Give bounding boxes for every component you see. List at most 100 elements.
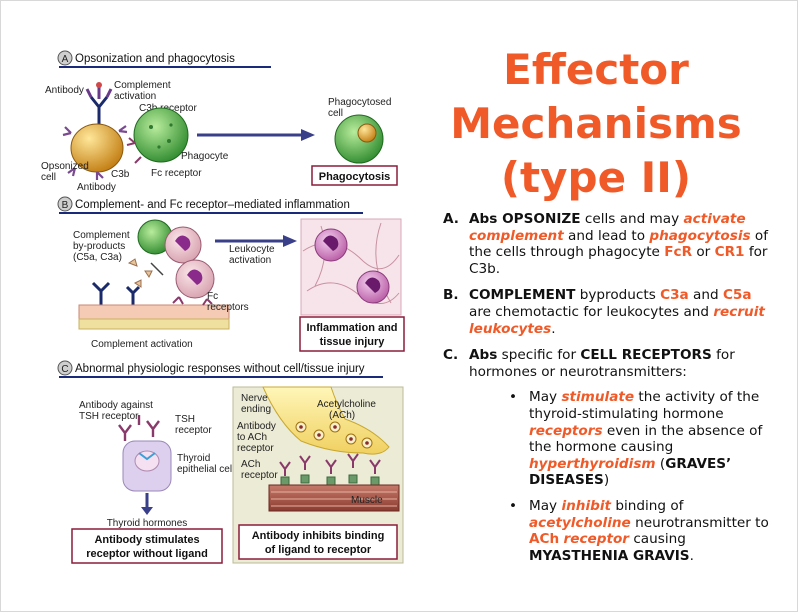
- antibody-complexes-b: [91, 281, 141, 305]
- heading-c: Abnormal physiologic responses without c…: [75, 363, 365, 375]
- label-byproducts-3: (C5a, C3a): [73, 252, 122, 263]
- slide-title: Effector Mechanisms (type II): [431, 43, 761, 205]
- bullet-b-marker: B.: [443, 287, 459, 304]
- infiltrate-nucleus-2: [365, 277, 381, 293]
- heading-b: Complement- and Fc receptor–mediated inf…: [75, 199, 350, 211]
- box-phagocytosis-text: Phagocytosis: [319, 171, 391, 183]
- text: or: [692, 244, 715, 261]
- text: byproducts: [575, 287, 661, 304]
- letter-badge-c: [57, 360, 73, 376]
- box-inhibits: [238, 524, 398, 560]
- title-line-1: Effector: [503, 45, 689, 94]
- text: neurotransmitter to: [630, 514, 769, 531]
- arrow-b-head: [283, 235, 297, 247]
- label-phagocytosed-cell: cell: [328, 108, 343, 119]
- letter-c: C: [61, 364, 68, 375]
- highlight: acetylcholine: [529, 514, 631, 531]
- label-complement-activation: Complement activation: [91, 339, 193, 350]
- label-activation: activation: [114, 91, 156, 102]
- box-inflammation-line1: Inflammation and: [306, 322, 397, 334]
- text: are chemotactic for leukocytes and: [469, 303, 714, 320]
- arrow-hormones-head: [141, 507, 153, 515]
- text: even in the absence of the hormone causi…: [529, 422, 763, 456]
- highlight: phagocytosis: [649, 227, 751, 244]
- label-thyroid: Thyroid: [177, 453, 210, 464]
- text: .: [689, 547, 694, 564]
- bullet-list: A.Abs OPSONIZE cells and may activate co…: [439, 211, 769, 574]
- immunology-figure: A Opsonization and phagocytosis Antibody…: [41, 50, 405, 564]
- tsh-antibodies: [118, 415, 160, 441]
- complement-byproducts: [127, 258, 153, 288]
- muscle-striations: [271, 491, 397, 507]
- text: and lead to: [563, 227, 650, 244]
- neutrophil-nucleus-2: [187, 269, 203, 285]
- letter-badge-a: [57, 50, 73, 66]
- highlight: receptors: [529, 422, 603, 439]
- bullet-c: C.Abs specific for CELL RECEPTORS for ho…: [439, 347, 769, 564]
- label-phagocyte: Phagocyte: [181, 151, 229, 162]
- ach-dots: [299, 425, 369, 445]
- complement-complex: [85, 82, 113, 125]
- sub-bullet-dot: •: [509, 389, 518, 406]
- phagocytosed-phagocyte: [334, 114, 384, 164]
- phagocyte-granules: [149, 123, 173, 149]
- highlight: FcR: [664, 244, 693, 261]
- text: cells and may: [580, 211, 684, 227]
- panel-a: A Opsonization and phagocytosis Antibody…: [41, 50, 398, 193]
- text: COMPLEMENT: [469, 287, 576, 304]
- box-inflammation: [299, 316, 405, 352]
- label-thyroid-hormones: Thyroid hormones: [107, 518, 188, 529]
- thyroid-nucleus: [134, 450, 160, 472]
- label-acetylcholine: Acetylcholine: [317, 399, 376, 410]
- highlight: C5a: [722, 287, 752, 304]
- tissue-layer-b: [78, 318, 230, 330]
- label-complement: Complement: [114, 80, 171, 91]
- text: for C3b.: [469, 244, 768, 277]
- label-byproducts-2: by-products: [73, 241, 125, 252]
- text: GRAVES’ DISEASES: [529, 455, 732, 489]
- label-antibody: Antibody: [45, 85, 84, 96]
- text: Abs: [469, 347, 498, 364]
- text: specific for: [497, 347, 581, 364]
- box-inhibits-line1: Antibody inhibits binding: [252, 530, 385, 542]
- text: MYASTHENIA GRAVIS: [529, 547, 690, 564]
- label-leukocyte-activation: activation: [229, 255, 271, 266]
- text: of the cells through phagocyte: [469, 227, 769, 261]
- fc-receptors-b: [172, 296, 213, 306]
- text: the activity of the thyroid-stimulating …: [529, 389, 760, 422]
- label-fc: Fc: [207, 291, 218, 302]
- antibodies-on-cell: [62, 125, 128, 180]
- highlight: hyperthyroidism: [529, 455, 656, 472]
- bullet-a: A.Abs OPSONIZE cells and may activate co…: [439, 211, 769, 277]
- text: causing: [629, 531, 686, 548]
- label-nerve: Nerve: [241, 393, 268, 404]
- label-ach-antibody-3: receptor: [237, 443, 274, 454]
- box-stimulates-line2: receptor without ligand: [86, 548, 208, 560]
- label-muscle: Muscle: [351, 495, 383, 506]
- sub-bullet-dot: •: [509, 497, 518, 514]
- label-tsh-receptor: receptor: [175, 425, 212, 436]
- panel-b: B Complement- and Fc receptor–mediated i…: [57, 196, 405, 352]
- box-phagocytosis: [311, 165, 398, 186]
- bullet-b: B.COMPLEMENT byproducts C3a and C5a are …: [439, 287, 769, 337]
- inflamed-tissue: [300, 218, 402, 316]
- text: (: [655, 455, 666, 472]
- label-ach-antibody-2: to ACh: [237, 432, 267, 443]
- stimulation-arrows: [138, 452, 156, 461]
- box-stimulates: [71, 528, 223, 564]
- ach-vesicles: [295, 421, 373, 449]
- label-byproducts-1: Complement: [73, 230, 130, 241]
- text: OPSONIZE: [502, 211, 581, 227]
- box-inflammation-line2: tissue injury: [320, 336, 386, 348]
- box-inhibits-line2: of ligand to receptor: [265, 544, 372, 556]
- highlight: recruit leukocytes: [469, 303, 765, 337]
- label-opsonized: Opsonized: [41, 161, 89, 172]
- label-achr-receptor: receptor: [241, 470, 278, 481]
- arrow-byproduct: [150, 262, 164, 276]
- text: binding of: [611, 497, 684, 514]
- highlight: inhibit: [561, 497, 612, 514]
- title-line-3: (type II): [500, 153, 692, 202]
- highlight: activate complement: [469, 211, 746, 244]
- label-nerve-ending: ending: [241, 404, 271, 415]
